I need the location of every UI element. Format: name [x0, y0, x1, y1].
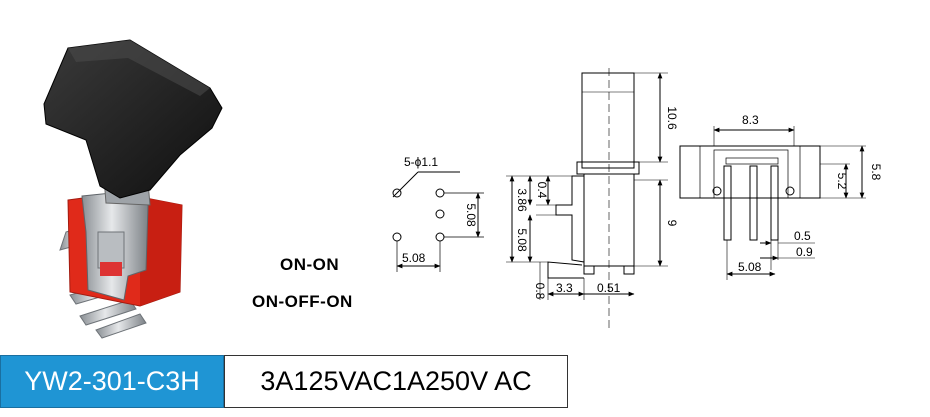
dim-9: 9: [665, 220, 679, 227]
dim-0-51: 0.51: [597, 281, 621, 295]
dim-3-3: 3.3: [556, 281, 573, 295]
pin-hole: [435, 232, 445, 242]
pin-hole: [435, 188, 445, 198]
pin-holes-label: 5-ϕ1.1: [404, 155, 438, 169]
dim-0-8: 0.8: [533, 283, 547, 300]
mode-label-on-on: ON-ON: [280, 255, 340, 274]
pin-hole: [392, 188, 402, 198]
pin-hole: [435, 209, 445, 219]
dim-5-08-side: 5.08: [515, 228, 529, 252]
dim-0-4: 0.4: [535, 182, 549, 199]
mode-label-on-off-on: ON-OFF-ON: [252, 292, 353, 311]
electrical-rating: 3A125VAC1A250V AC: [260, 366, 532, 396]
side-view: [506, 68, 668, 330]
product-photo: [43, 39, 223, 339]
dim-10-6: 10.6: [665, 106, 679, 130]
dim-5-8: 5.8: [869, 164, 883, 181]
rocker-cap: [43, 39, 223, 199]
rating-box: 3A125VAC1A250V AC: [224, 355, 568, 408]
pin-hole: [392, 232, 402, 242]
dim-3-86: 3.86: [515, 188, 529, 212]
model-number-box: YW2-301-C3H: [0, 355, 224, 408]
dim-8-3: 8.3: [742, 113, 759, 127]
dim-0-5: 0.5: [794, 229, 811, 243]
model-number: YW2-301-C3H: [24, 366, 200, 396]
pitch-vertical-label: 5.08: [464, 203, 478, 227]
dim-5-08-front: 5.08: [738, 260, 762, 274]
front-view: [679, 126, 866, 280]
pcb-hole-layout: [392, 171, 484, 272]
dim-0-9: 0.9: [796, 245, 813, 259]
pitch-horizontal-label: 5.08: [402, 251, 426, 265]
dim-5-2: 5.2: [835, 173, 849, 190]
